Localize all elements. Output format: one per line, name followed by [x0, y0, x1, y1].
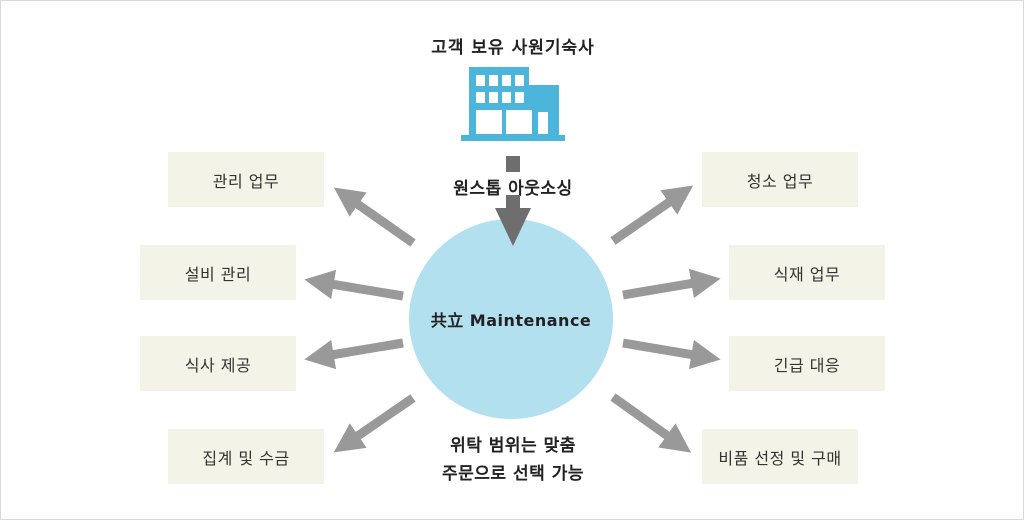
- down-arrow-head: [495, 208, 531, 246]
- customization-note-line-2: 주문으로 선택 가능: [442, 464, 584, 484]
- arrow-to-right-2: [622, 268, 721, 300]
- customization-note-line-1: 위탁 범위는 맞춤: [450, 436, 576, 456]
- building-icon: [461, 67, 565, 145]
- service-box-emergency: 긴급 대응: [729, 336, 885, 391]
- diagram-title: 고객 보유 사원기숙사: [431, 38, 595, 58]
- service-box-billing: 집계 및 수금: [168, 429, 324, 484]
- down-arrow-shaft-top: [506, 156, 520, 172]
- service-box-cleaning: 청소 업무: [702, 152, 858, 207]
- arrow-to-left-4: [333, 394, 416, 453]
- service-box-meals: 식사 제공: [140, 336, 296, 391]
- arrow-to-right-4: [610, 393, 692, 453]
- arrow-to-left-3: [304, 338, 404, 370]
- maintenance-circle: 共立 Maintenance: [409, 219, 613, 419]
- service-box-ingredients: 식재 업무: [729, 245, 885, 300]
- service-box-supplies: 비품 선정 및 구매: [702, 429, 858, 484]
- service-box-facility: 설비 관리: [140, 245, 296, 300]
- down-arrow-shaft-bottom: [506, 195, 520, 209]
- arrow-to-right-3: [622, 338, 721, 370]
- customization-note: 위탁 범위는 맞춤 주문으로 선택 가능: [1, 432, 1024, 488]
- arrow-to-left-2: [304, 269, 404, 301]
- circle-label: 共立 Maintenance: [430, 311, 592, 330]
- arrow-to-left-1: [333, 187, 416, 247]
- outsourcing-label: 원스톱 아웃소싱: [453, 179, 573, 199]
- arrow-to-right-1: [610, 185, 694, 245]
- service-box-management: 관리 업무: [168, 152, 324, 207]
